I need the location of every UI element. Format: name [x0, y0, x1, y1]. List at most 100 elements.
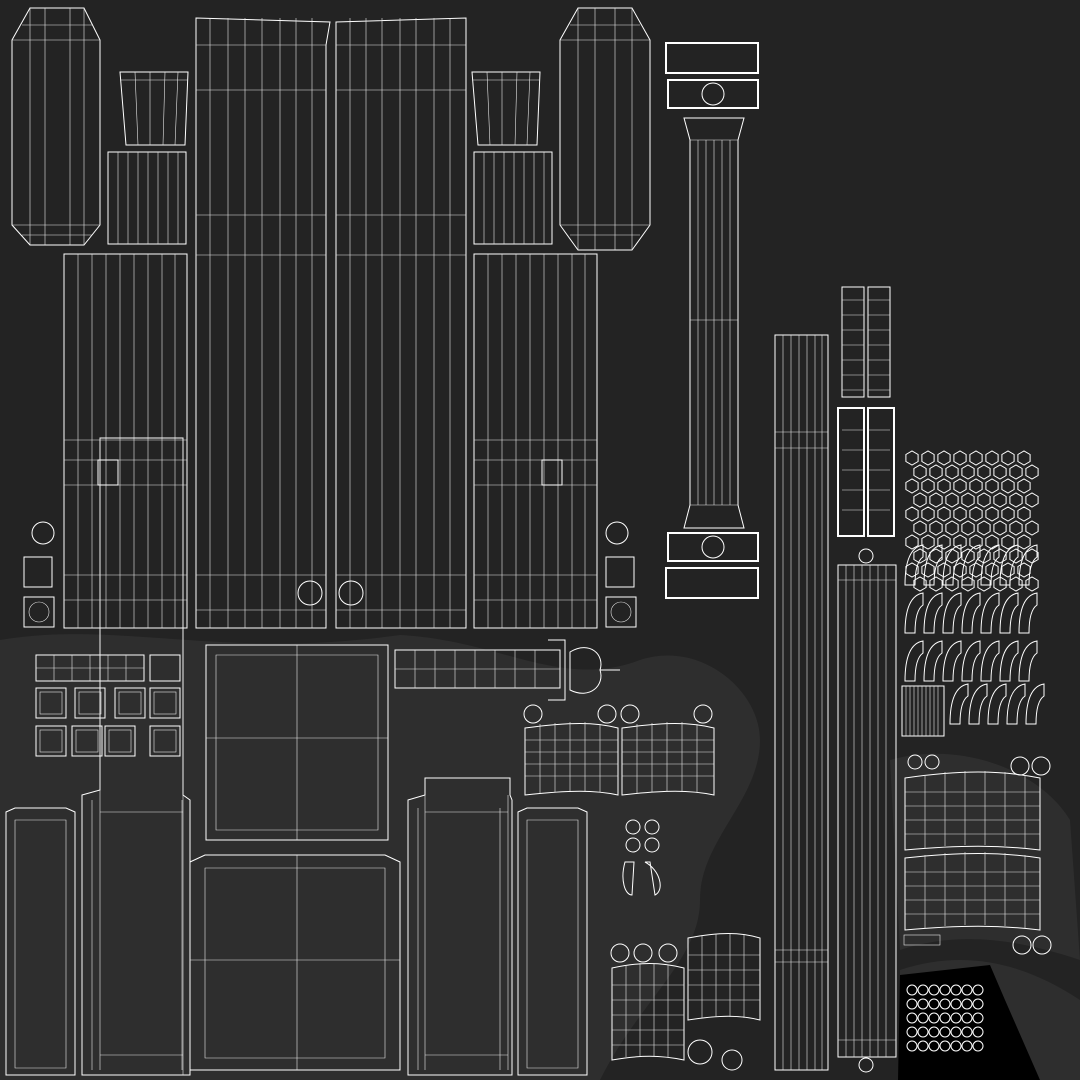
uv-island-side-panel-left	[63, 253, 188, 629]
hex-piece	[993, 492, 1007, 508]
hex-piece	[977, 492, 991, 508]
arc-piece	[961, 592, 981, 634]
uv-island-tall-panel-center-right	[335, 17, 467, 629]
small-box-inner	[108, 729, 132, 753]
hex-piece	[1017, 478, 1031, 494]
hex-piece	[921, 534, 935, 550]
uv-island-cup-left	[119, 71, 189, 146]
arc-piece	[999, 544, 1019, 586]
small-box-piece	[149, 687, 181, 719]
small-box-inner	[78, 691, 102, 715]
small-ring-piece	[917, 1026, 929, 1038]
uv-island-barrel-panel-right-top	[904, 771, 1041, 851]
small-ring-piece	[972, 984, 984, 996]
hex-piece	[913, 576, 927, 592]
small-ring-piece	[917, 1040, 929, 1052]
small-ring-piece	[939, 1012, 951, 1024]
small-ring-piece	[950, 984, 962, 996]
hex-piece	[929, 520, 943, 536]
small-ring-piece	[906, 1012, 918, 1024]
uv-island-small-parts-right	[605, 521, 637, 628]
hex-piece	[929, 464, 943, 480]
arc-piece	[1006, 683, 1026, 725]
hex-piece	[985, 534, 999, 550]
arc-piece	[942, 544, 962, 586]
arc-piece	[968, 683, 988, 725]
uv-island-arc-cluster	[904, 544, 1045, 725]
uv-island-bottom-panel-5	[407, 777, 513, 1076]
hex-piece	[993, 520, 1007, 536]
small-ring-piece	[906, 1026, 918, 1038]
hex-piece	[913, 492, 927, 508]
hex-piece	[1001, 534, 1015, 550]
uv-island-top-left-cluster	[11, 7, 651, 629]
arc-piece	[980, 640, 1000, 682]
small-ring-piece	[906, 998, 918, 1010]
small-ring-piece	[917, 1012, 929, 1024]
hex-piece	[1017, 450, 1031, 466]
hex-piece	[953, 450, 967, 466]
hex-piece	[1009, 492, 1023, 508]
hex-piece	[905, 506, 919, 522]
arc-piece	[987, 683, 1007, 725]
small-box-inner	[39, 691, 63, 715]
hex-piece	[929, 576, 943, 592]
small-ring-piece	[906, 984, 918, 996]
small-ring-piece	[928, 1026, 940, 1038]
uv-island-bevel-panel-left	[11, 7, 101, 246]
small-ring-piece	[972, 998, 984, 1010]
uv-island-square-right	[473, 151, 553, 245]
hex-piece	[937, 562, 951, 578]
small-box-piece	[104, 725, 136, 757]
hex-piece	[913, 520, 927, 536]
hex-piece	[1009, 548, 1023, 564]
small-ring-piece	[939, 1026, 951, 1038]
hex-piece	[969, 562, 983, 578]
small-ring-piece	[961, 1012, 973, 1024]
hex-piece	[945, 548, 959, 564]
arc-piece	[942, 640, 962, 682]
uv-island-small-boxes	[35, 687, 181, 757]
hex-piece	[937, 450, 951, 466]
hex-piece	[977, 576, 991, 592]
uv-island-rail-piece	[394, 639, 620, 701]
hex-piece	[1009, 464, 1023, 480]
small-ring-piece	[972, 1040, 984, 1052]
small-box-inner	[153, 691, 177, 715]
arc-piece	[949, 683, 969, 725]
hex-piece	[937, 478, 951, 494]
small-box-inner	[153, 729, 177, 753]
hex-piece	[945, 576, 959, 592]
hex-piece	[961, 492, 975, 508]
uv-island-side-panel-right	[473, 253, 598, 629]
small-ring-piece	[972, 1012, 984, 1024]
small-ring-piece	[961, 984, 973, 996]
hex-piece	[1001, 450, 1015, 466]
hex-piece	[961, 548, 975, 564]
arc-piece	[904, 544, 924, 586]
uv-island-barrel-pair	[523, 704, 715, 796]
arc-piece	[961, 544, 981, 586]
hex-piece	[969, 478, 983, 494]
hex-piece	[993, 464, 1007, 480]
hex-piece	[977, 464, 991, 480]
hex-piece	[1017, 534, 1031, 550]
hex-piece	[1025, 520, 1039, 536]
arc-piece	[942, 592, 962, 634]
uv-island-small-bits-bottom-right	[898, 965, 1040, 1080]
uv-island-long-strip-2	[837, 548, 897, 1073]
hex-piece	[953, 534, 967, 550]
arc-piece	[904, 592, 924, 634]
small-ring-piece	[950, 1040, 962, 1052]
uv-island-long-strip-1	[774, 334, 829, 1071]
hex-piece	[985, 450, 999, 466]
hex-piece	[953, 506, 967, 522]
small-ring-piece	[928, 1040, 940, 1052]
hex-piece	[945, 464, 959, 480]
hex-piece	[921, 450, 935, 466]
arc-piece	[904, 640, 924, 682]
small-box-inner	[75, 729, 99, 753]
small-ring-piece	[972, 1026, 984, 1038]
hex-piece	[921, 506, 935, 522]
